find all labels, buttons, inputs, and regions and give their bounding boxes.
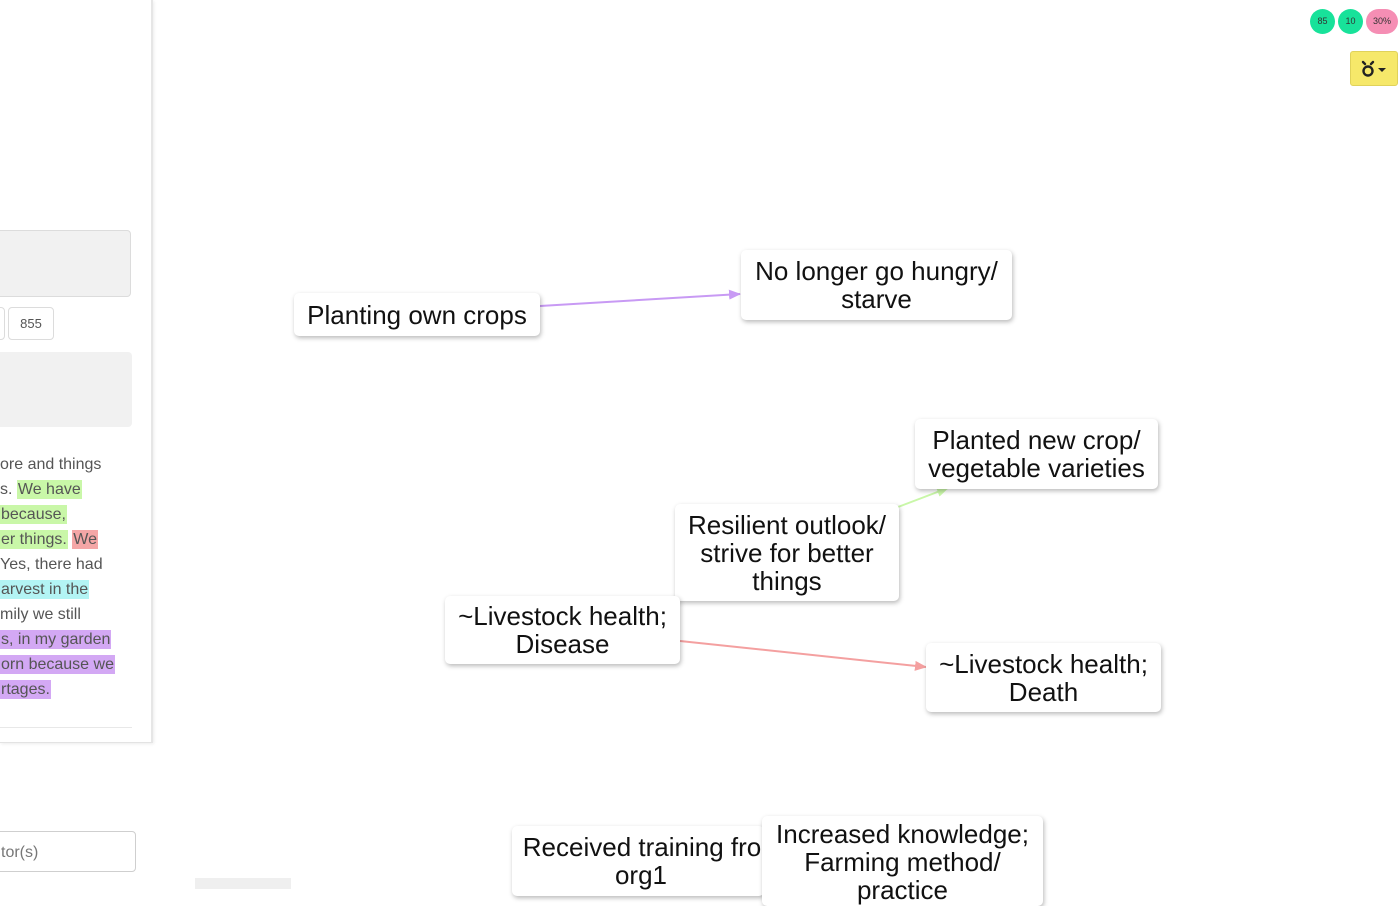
- scroll-area: [195, 878, 291, 889]
- transcript-text[interactable]: ore and things s. We have because, er thin…: [0, 452, 151, 702]
- highlight-green[interactable]: We have: [16, 480, 82, 499]
- transcript-line[interactable]: orn because we: [0, 652, 151, 677]
- edge-planting-to-hungry: [539, 289, 741, 307]
- node-label: vegetable varieties: [928, 453, 1145, 483]
- count-badge: 85: [1310, 9, 1335, 34]
- node-label: things: [752, 565, 822, 596]
- question-box[interactable]: [0, 230, 131, 297]
- factor-node[interactable]: ~Livestock health; Death: [926, 643, 1161, 712]
- count-badge: 10: [1338, 9, 1363, 34]
- factor-node[interactable]: Planted new crop/ vegetable varieties: [915, 419, 1158, 489]
- node-label: org1: [614, 860, 668, 890]
- highlight-cyan[interactable]: arvest in the: [0, 580, 90, 599]
- factor-node[interactable]: ~Livestock health; Disease: [445, 596, 680, 664]
- link-tool-icon: [1361, 60, 1386, 77]
- edge-disease-to-death: [679, 640, 927, 671]
- transcript-text-segment[interactable]: mily we still: [0, 606, 81, 623]
- respondent-id-tag[interactable]: 855: [8, 307, 54, 340]
- caret-down-icon: [1378, 68, 1386, 72]
- tag-chip[interactable]: [0, 307, 5, 340]
- transcript-line[interactable]: ore and things: [0, 452, 151, 477]
- factor-node[interactable]: Resilient outlook/ strive for better thi…: [675, 504, 899, 601]
- transcript-line[interactable]: s. We have: [0, 477, 151, 502]
- respondent-details-box: [0, 352, 132, 427]
- node-label: strive for better: [700, 537, 874, 568]
- highlight-green[interactable]: because,: [0, 505, 67, 524]
- highlight-purple[interactable]: orn because we: [0, 655, 115, 674]
- edge-resilient-to-newcrop: [897, 487, 949, 508]
- node-label: ~Livestock health;: [458, 601, 667, 631]
- transcript-line[interactable]: s, in my garden: [0, 627, 151, 652]
- actor-filter-input[interactable]: tor(s): [0, 831, 136, 872]
- transcript-line[interactable]: er things. We: [0, 527, 151, 552]
- node-label: Received training fro: [522, 832, 762, 862]
- factor-node[interactable]: Received training fro org1: [512, 826, 764, 896]
- transcript-text-segment[interactable]: s.: [0, 481, 17, 498]
- transcript-line[interactable]: mily we still: [0, 602, 151, 627]
- panel-divider: [0, 727, 132, 728]
- highlight-purple[interactable]: s, in my garden: [0, 630, 112, 649]
- transcript-text-segment[interactable]: Yes, there had: [0, 556, 103, 573]
- node-label: Planted new crop/: [932, 425, 1141, 455]
- node-label: starve: [841, 284, 912, 314]
- factor-node[interactable]: Increased knowledge; Farming method/ pra…: [762, 816, 1043, 906]
- highlight-red[interactable]: We: [72, 530, 98, 549]
- node-label: Planting own crops: [307, 299, 527, 330]
- transcript-line[interactable]: rtages.: [0, 677, 151, 702]
- transcript-line[interactable]: Yes, there had: [0, 552, 151, 577]
- node-label: Disease: [515, 629, 610, 659]
- transcript-line[interactable]: arvest in the: [0, 577, 151, 602]
- node-label: Increased knowledge;: [776, 819, 1029, 849]
- highlight-green[interactable]: er things.: [0, 530, 68, 549]
- node-label: practice: [856, 875, 949, 905]
- node-label: Resilient outlook/: [688, 509, 886, 540]
- factor-node[interactable]: Planting own crops: [294, 293, 540, 336]
- node-label: ~Livestock health;: [939, 648, 1148, 679]
- node-label: No longer go hungry/: [755, 256, 998, 286]
- highlight-purple[interactable]: rtages.: [0, 680, 51, 699]
- factor-node[interactable]: No longer go hungry/ starve: [741, 250, 1012, 320]
- percent-badge: 30%: [1366, 9, 1398, 34]
- transcript-line[interactable]: because,: [0, 502, 151, 527]
- transcript-text-segment[interactable]: ore and things: [0, 456, 102, 473]
- node-label: Farming method/: [804, 847, 1001, 877]
- source-panel: 855 ore and things s. We have because, er …: [0, 0, 153, 743]
- node-label: Death: [1008, 676, 1079, 707]
